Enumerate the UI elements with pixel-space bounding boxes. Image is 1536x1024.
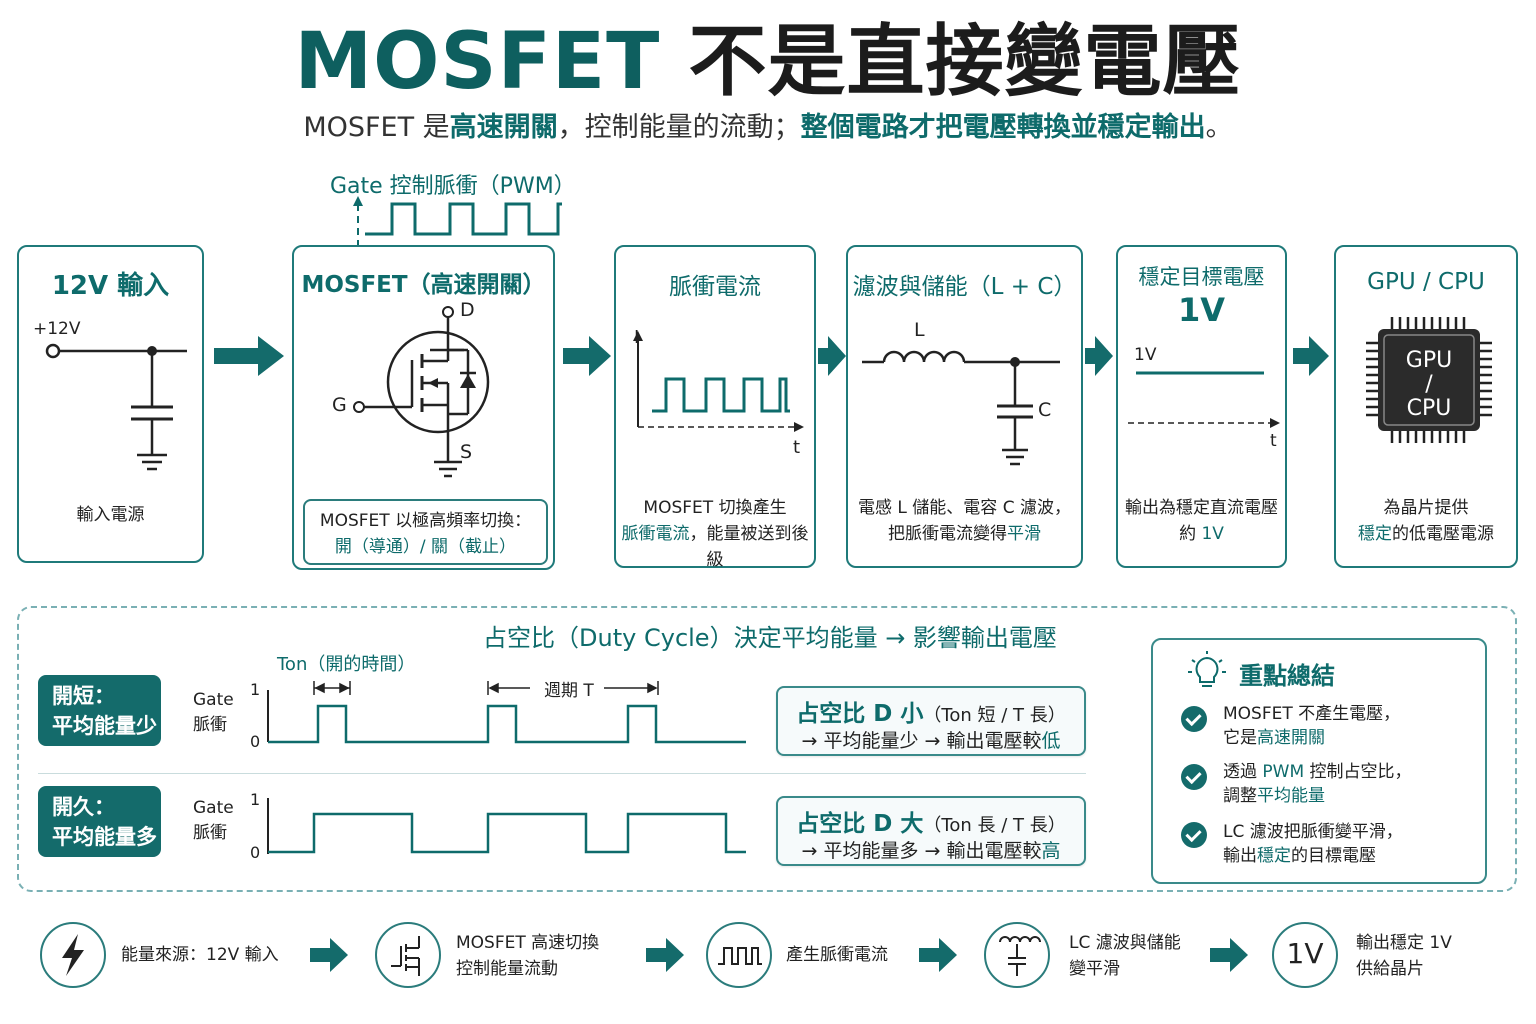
level-1-short: 1	[250, 680, 261, 699]
pin-s-label: S	[460, 441, 473, 463]
stable-box: 穩定目標電壓 1V 1V t 輸出為穩定直流電壓 約 1V	[1116, 245, 1287, 568]
pulse-axis-t: t	[793, 437, 801, 458]
gpu-caption-1: 為晶片提供	[1383, 498, 1469, 518]
input-title: 12V 輸入	[51, 271, 170, 301]
duty-cycle-panel	[17, 606, 1517, 892]
summary-item-2: 透過 PWM 控制占空比， 調整平均能量	[1223, 762, 1412, 806]
pwm-short-signal	[267, 681, 746, 744]
output-1v-icon: 1V	[1272, 922, 1338, 988]
flow-step-4: LC 濾波與儲能變平滑	[1069, 933, 1181, 979]
flow-arrow-1	[214, 336, 284, 376]
pin-d-label: D	[460, 299, 475, 321]
duty-heading: 占空比（Duty Cycle）決定平均能量 → 影響輸出電壓	[483, 624, 1057, 652]
mosfet-title: MOSFET（高速開關）	[301, 272, 546, 298]
mosfet-note-line2: 開（導通）/ 關（截止）	[334, 537, 517, 557]
pulse-waveform	[633, 331, 804, 432]
flow-arrow-2	[563, 336, 611, 376]
summary-item-1: MOSFET 不產生電壓， 它是高速開關	[1223, 704, 1401, 748]
stable-caption-2: 約 1V	[1179, 524, 1224, 544]
mosfet-icon	[375, 922, 441, 988]
filter-box: 濾波與儲能（L + C） L C 電感 L 儲能、電容 C 濾波， 把脈衝電流變…	[846, 245, 1083, 568]
gpu-caption-2: 穩定的低電壓電源	[1358, 524, 1494, 544]
summary-heading: 重點總結	[1239, 662, 1335, 690]
check-icon	[1181, 706, 1207, 732]
pulse-title: 脈衝電流	[669, 274, 761, 300]
page-title: MOSFET 不是直接變電壓	[294, 17, 1242, 107]
pulse-caption-1: MOSFET 切換產生	[643, 498, 787, 518]
stable-title: 穩定目標電壓	[1138, 265, 1265, 289]
ton-label: Ton（開的時間）	[277, 654, 416, 675]
period-label: 週期 T	[544, 681, 594, 701]
check-icon	[1181, 764, 1207, 790]
flow-step-arrow-4	[1210, 938, 1248, 972]
mosfet-note: MOSFET 以極高頻率切換： 開（導通）/ 關（截止）	[303, 499, 548, 565]
pulse-box: 脈衝電流 I t MOSFET 切換產生 脈衝電流，能量被送到後級	[614, 245, 816, 570]
pulse-caption-2: 脈衝電流，能量被送到後級	[621, 524, 809, 570]
pulse-icon	[706, 922, 772, 988]
flow-step-3: 產生脈衝電流	[786, 945, 888, 965]
input-circuit	[45, 343, 187, 471]
flow-arrow-3	[818, 336, 846, 376]
input-voltage-label: +12V	[33, 319, 81, 339]
lightning-icon	[40, 922, 106, 988]
level-0-long: 0	[250, 843, 261, 862]
check-icon	[1181, 822, 1207, 848]
tag-long: 開久：平均能量多	[38, 786, 161, 857]
level-0-short: 0	[250, 732, 261, 751]
inductor-label: L	[914, 319, 925, 341]
summary-item-3: LC 濾波把脈衝變平滑， 輸出穩定的目標電壓	[1223, 822, 1403, 866]
row-divider	[38, 773, 1086, 774]
lc-filter-icon	[984, 922, 1050, 988]
level-1-long: 1	[250, 790, 261, 809]
flow-step-1: 能量來源：12V 輸入	[121, 945, 279, 965]
tag-short: 開短：平均能量少	[38, 675, 161, 746]
filter-caption-2: 把脈衝電流變得平滑	[888, 524, 1041, 544]
chip-label: GPU/CPU	[1405, 348, 1453, 421]
mosfet-note-line1: MOSFET 以極高頻率切換：	[319, 511, 532, 531]
summary-panel: 重點總結 MOSFET 不產生電壓， 它是高速開關 透過 PWM 控制占空比， …	[1151, 638, 1487, 884]
stable-value: 1V	[1177, 291, 1226, 329]
chip-icon	[1366, 317, 1492, 443]
flow-step-arrow-1	[310, 938, 348, 972]
filter-title: 濾波與儲能（L + C）	[852, 274, 1077, 300]
filter-caption-1: 電感 L 儲能、電容 C 濾波，	[858, 498, 1071, 518]
pulse-axis-i: I	[634, 327, 640, 348]
flow-arrow-5	[1293, 336, 1329, 376]
gpu-title: GPU / CPU	[1367, 269, 1485, 295]
flow-step-arrow-3	[919, 938, 957, 972]
mosfet-box: MOSFET（高速開關） D G S MOSFET 以極高頻率切換： 開（導通）…	[292, 245, 555, 570]
pwm-long-signal	[267, 798, 746, 854]
flow-step-arrow-2	[646, 938, 684, 972]
input-box: 12V 輸入 +12V 輸入電源	[17, 245, 204, 563]
stable-axis-t: t	[1270, 431, 1277, 451]
page-subtitle: MOSFET 是高速開關，控制能量的流動；整個電路才把電壓轉換並穩定輸出。	[303, 112, 1233, 143]
gate-pwm-label: Gate 控制脈衝（PWM）	[330, 174, 576, 199]
gpu-box: GPU / CPU GPU/CPU 為晶片提供 穩定的低電壓電源	[1334, 245, 1518, 568]
callout-duty-big: 占空比 D 大（Ton 長 / T 長） → 平均能量多 → 輸出電壓較高	[776, 796, 1086, 866]
input-caption: 輸入電源	[76, 505, 145, 525]
stable-axis-1v: 1V	[1134, 345, 1157, 365]
lightbulb-icon	[1188, 651, 1226, 687]
stable-caption-1: 輸出為穩定直流電壓	[1125, 498, 1278, 518]
stable-voltage-line	[1128, 371, 1280, 428]
pin-g-label: G	[332, 394, 347, 416]
mosfet-symbol	[353, 306, 490, 478]
flow-step-2: MOSFET 高速切換控制能量流動	[456, 933, 600, 979]
flow-arrow-4	[1085, 336, 1113, 376]
capacitor-label: C	[1038, 399, 1052, 421]
callout-duty-small: 占空比 D 小（Ton 短 / T 長） → 平均能量少 → 輸出電壓較低	[776, 686, 1086, 756]
lc-filter-circuit	[862, 350, 1060, 466]
